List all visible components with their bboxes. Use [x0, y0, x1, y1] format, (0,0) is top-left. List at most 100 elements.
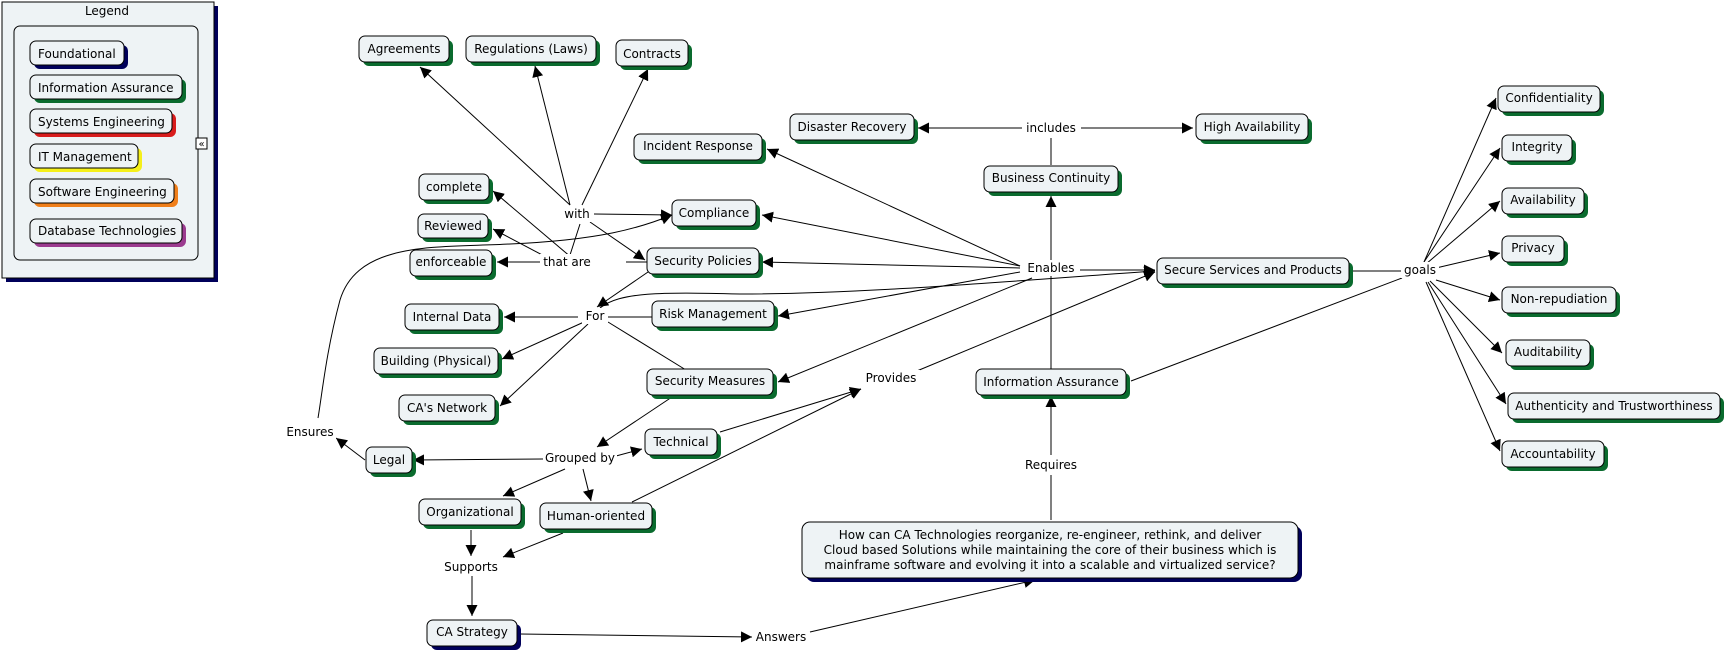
edge-policies-for — [596, 271, 649, 308]
concept-contracts[interactable]: Contracts — [615, 39, 692, 70]
link-labels: with that are For includes Enables goals… — [284, 120, 1439, 645]
concept-legal[interactable]: Legal — [365, 446, 416, 477]
question-line-3: mainframe software and evolving it into … — [824, 558, 1275, 572]
concept-secure-services[interactable]: Secure Services and Products — [1156, 257, 1353, 288]
concept-high-availability[interactable]: High Availability — [1195, 113, 1312, 144]
legend-item-label: Database Technologies — [38, 224, 176, 238]
concept-label: Compliance — [679, 206, 750, 220]
edge-enables-incident — [766, 148, 1021, 267]
concept-label: CA's Network — [407, 401, 487, 415]
legend-collapse-button[interactable]: « — [195, 137, 208, 150]
edge-with-policies — [589, 221, 646, 261]
concept-label: Legal — [373, 453, 405, 467]
concept-risk-management[interactable]: Risk Management — [651, 300, 778, 331]
concept-label: Authenticity and Trustworthiness — [1515, 399, 1712, 413]
concept-label: Human-oriented — [547, 509, 645, 523]
concept-incident-response[interactable]: Incident Response — [633, 133, 766, 164]
concept-auditability[interactable]: Auditability — [1505, 339, 1594, 370]
link-label-ensures: Ensures — [286, 425, 333, 439]
concept-label: Auditability — [1514, 345, 1582, 359]
edge-goals-privacy — [1435, 250, 1501, 269]
concept-label: Integrity — [1512, 140, 1563, 154]
concept-authenticity[interactable]: Authenticity and Trustworthiness — [1507, 392, 1724, 423]
legend-item-label: Information Assurance — [38, 81, 173, 95]
link-label-for: For — [586, 309, 605, 323]
edge-groupedby-legal — [412, 454, 544, 466]
legend-item-label: Foundational — [38, 47, 116, 61]
concept-information-assurance[interactable]: Information Assurance — [975, 368, 1130, 399]
edge-groupedby-organizational — [502, 468, 566, 497]
concept-label: Accountability — [1510, 447, 1595, 461]
edge-thatare-complete — [492, 190, 573, 259]
concept-internal-data[interactable]: Internal Data — [404, 303, 503, 334]
concept-label: Non-repudiation — [1511, 292, 1608, 306]
concept-integrity[interactable]: Integrity — [1501, 134, 1576, 165]
legend-item-label: IT Management — [38, 150, 132, 164]
concept-building-physical[interactable]: Building (Physical) — [373, 347, 502, 378]
question-line-1: How can CA Technologies reorganize, re-e… — [839, 528, 1262, 542]
concept-label: High Availability — [1204, 120, 1301, 134]
link-label-provides: Provides — [866, 371, 917, 385]
edge-with-agreements — [419, 66, 571, 206]
concept-complete[interactable]: complete — [418, 173, 493, 204]
concept-business-continuity[interactable]: Business Continuity — [983, 165, 1122, 196]
concept-label: Organizational — [426, 505, 513, 519]
concept-agreements[interactable]: Agreements — [358, 35, 453, 66]
concept-label: Security Measures — [655, 374, 765, 388]
edge-ia-goals — [1130, 277, 1403, 382]
edge-measures-groupedby — [596, 396, 673, 448]
concept-security-measures[interactable]: Security Measures — [646, 368, 777, 399]
concept-question[interactable]: How can CA Technologies reorganize, re-e… — [801, 521, 1302, 582]
edge-with-contracts — [581, 68, 649, 206]
concept-label: Disaster Recovery — [798, 120, 907, 134]
edge-ensures-compliance — [317, 214, 673, 419]
legend-item-it-management: IT Management — [29, 143, 142, 172]
edge-answers-question — [809, 577, 1036, 633]
edge-castrategy-answers — [519, 631, 753, 643]
concept-label: Confidentiality — [1505, 91, 1592, 105]
concept-availability[interactable]: Availability — [1501, 187, 1588, 218]
concept-regulations[interactable]: Regulations (Laws) — [465, 35, 600, 66]
concept-nodes: Agreements Regulations (Laws) Contracts … — [358, 35, 1724, 650]
concept-privacy[interactable]: Privacy — [1501, 235, 1568, 266]
edge-enables-compliance — [761, 211, 1021, 267]
link-label-with: with — [564, 207, 589, 221]
collapse-left-icon: « — [198, 139, 204, 150]
concept-compliance[interactable]: Compliance — [671, 199, 760, 230]
edge-provides-secure — [911, 271, 1156, 374]
concept-enforceable[interactable]: enforceable — [409, 249, 496, 280]
concept-label: Internal Data — [413, 310, 492, 324]
edge-with-regulations — [532, 65, 571, 206]
concept-technical[interactable]: Technical — [644, 428, 721, 459]
edge-thatare-with — [569, 223, 581, 256]
legend-panel: Legend « Foundational Information Assura… — [1, 1, 218, 282]
link-label-that-are: that are — [543, 255, 591, 269]
concept-label: Business Continuity — [992, 171, 1110, 185]
concept-human-oriented[interactable]: Human-oriented — [539, 502, 656, 533]
legend-item-database-technologies: Database Technologies — [29, 218, 186, 247]
edge-goals-confidentiality — [1423, 97, 1497, 263]
edge-goals-auditability — [1429, 280, 1503, 354]
concept-disaster-recovery[interactable]: Disaster Recovery — [789, 113, 918, 144]
link-label-includes: includes — [1026, 121, 1076, 135]
edge-goals-accountability — [1425, 281, 1501, 452]
edge-enables-measures — [777, 277, 1033, 383]
concept-ca-strategy[interactable]: CA Strategy — [426, 619, 521, 650]
legend-item-information-assurance: Information Assurance — [29, 74, 186, 103]
concept-label: enforceable — [416, 255, 487, 269]
edge-measures-for — [607, 321, 687, 371]
edge-legal-ensures — [335, 437, 366, 461]
concept-accountability[interactable]: Accountability — [1501, 440, 1608, 471]
concept-label: Privacy — [1511, 241, 1554, 255]
concept-cas-network[interactable]: CA's Network — [398, 394, 499, 425]
edge-for-network — [499, 323, 589, 407]
concept-reviewed[interactable]: Reviewed — [417, 213, 492, 242]
edge-goals-integrity — [1423, 147, 1501, 263]
concept-confidentiality[interactable]: Confidentiality — [1497, 85, 1604, 116]
concept-label: Incident Response — [643, 139, 753, 153]
concept-organizational[interactable]: Organizational — [418, 498, 525, 529]
concept-non-repudiation[interactable]: Non-repudiation — [1501, 286, 1620, 317]
concept-security-policies[interactable]: Security Policies — [646, 247, 763, 278]
edge-goals-authenticity — [1427, 281, 1507, 405]
